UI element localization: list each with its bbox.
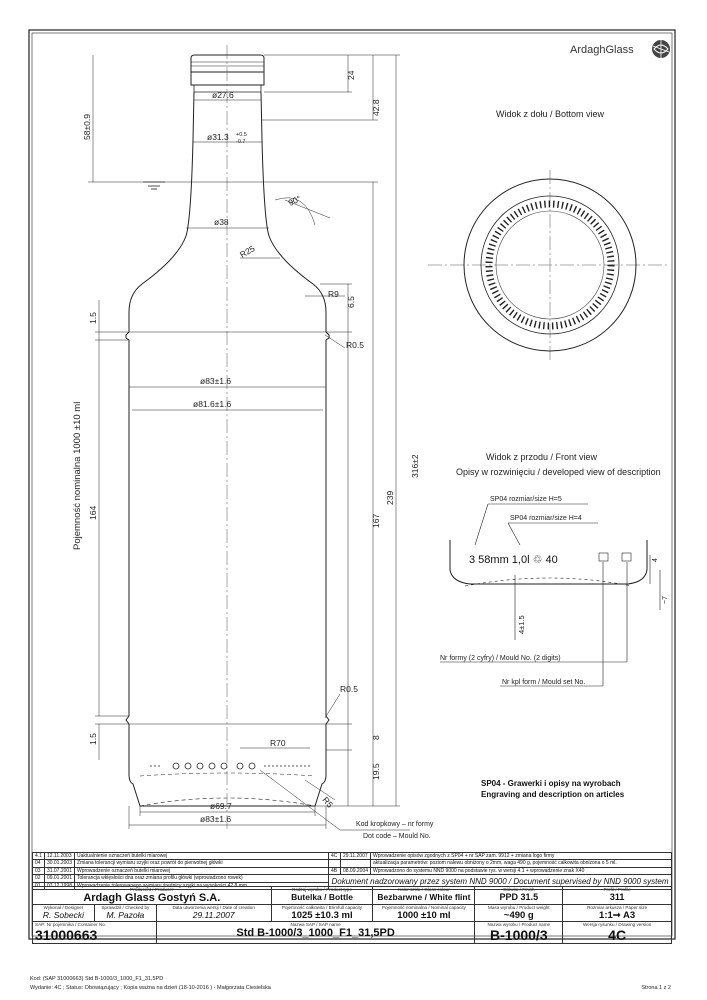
footer-page: Strona 1 z 2 (641, 985, 671, 991)
title-block: 4.1 12.11.2003 Uaktualnienie oznaczeń bu… (32, 851, 672, 891)
nominal-cell: Pojemność nominalna / Nominal capacity 1… (372, 904, 476, 922)
version-cell: Wersja rysunku / Drawing version 4C (562, 921, 672, 944)
dim-h24: 24 (346, 70, 356, 80)
sp04-title-en: Engraving and description on articles (481, 790, 625, 799)
product-name-cell: Nazwa wyrobu / Product name B-1000/3 (474, 921, 564, 944)
sap-name-cell: Nazwa SAP / SAP name Std B-1000/3_1000_F… (155, 921, 476, 944)
dim-d-31-3: ø31.3 (207, 132, 229, 142)
logo-text: ArdaghGlass (570, 44, 634, 56)
footer-issue: Wydanie: 4C ; Status: Obowiązujący ; Kop… (30, 985, 271, 991)
dim-d-81-6: ø81.6±1.6 (193, 399, 231, 409)
vertical-dimensions (88, 54, 400, 807)
product-type-cell: Rodzaj wyrobu / Product type Butelka / B… (270, 886, 374, 905)
dim-labels: ø27.6 ø31.3 +0.5 -0.7 ø38 90° R25 R9 R0.… (193, 90, 364, 824)
engraving-text: 3 58mm 1,0l ♲ 40 (469, 554, 558, 566)
dim-h6-5: 6.5 (346, 296, 356, 308)
mould-set-label: Nr kpl form / Mould set No. (502, 679, 585, 686)
mould-no-label: Nr formy (2 cyfry) / Mould No. (2 digits… (440, 655, 561, 662)
revision-row: 04 30.01.2003 Zmiana tolerancji wymiaru … (32, 859, 672, 868)
dim-d-31-3-tol-dn: -0.7 (236, 139, 245, 145)
dot-code (139, 762, 316, 777)
dim-d-38: ø38 (214, 217, 229, 227)
dim-h239: 239 (385, 491, 395, 505)
scale-cell: Rozmiar arkusza / Paper size 1:1➞ A3 (562, 904, 672, 922)
brimfull-cell: Pojemność całkowita / Brimfull capacity … (270, 904, 374, 922)
dim-d-27-6: ø27.6 (212, 90, 234, 100)
finish-cell: Główka / Finish PPD 31.5 (474, 886, 564, 905)
footer-code: Kod: (SAP 31000663) Std B-1000/3_1000_F1… (30, 976, 164, 982)
dim-d-83-b: ø83±1.6 (200, 814, 231, 824)
dim-h7: ~7 (662, 596, 669, 604)
dim-r70: R70 (270, 738, 286, 748)
revision-row: 03 31.07.2001 Wprowadzenie oznaczeń bute… (32, 866, 672, 876)
developed-view-title: Opisy w rozwinięciu / developed view of … (456, 467, 661, 477)
inner-frame (31, 32, 673, 937)
leader-lines (240, 197, 410, 831)
sp04-h5-label: SP04 rozmiar/size H=5 (490, 496, 562, 503)
bottom-view: Widok z dołu / Bottom view (428, 109, 670, 362)
dot-code-en: Dot code – Mould No. (363, 833, 431, 840)
front-view-title: Widok z przodu / Front view (486, 452, 598, 462)
dim-h1-5-a: 1.5 (88, 312, 98, 324)
dim-d-83-a: ø83±1.6 (200, 376, 231, 386)
ardagh-logo: ArdaghGlass (570, 40, 670, 58)
colour-cell: Kolor szkła / Glass colour Bezbarwne / W… (372, 886, 476, 905)
dim-h1-5-b: 1.5 (88, 733, 98, 745)
dim-h167: 167 (371, 514, 381, 528)
weight-cell: Masa wyrobu / Product weight ~490 g (474, 904, 564, 922)
dim-d-69-7: ø69.7 (210, 801, 232, 811)
dim-r9: R9 (328, 289, 339, 299)
designer-cell: Wykonał / Designer R. Sobecki (32, 904, 95, 922)
revision-row: 02 09.01.2001 Tolerancja wklęsłości dna … (32, 874, 672, 891)
horizontal-dimensions (128, 99, 327, 829)
dim-h164: 164 (88, 506, 98, 520)
dim-d-31-3-tol-up: +0.5 (236, 132, 247, 138)
dim-h42-8: 42.8 (371, 99, 381, 116)
bottom-view-title: Widok z dołu / Bottom view (496, 109, 605, 119)
dim-h58: 58±0.9 (82, 114, 92, 140)
revision-row: 4.1 12.11.2003 Uaktualnienie oznaczeń bu… (32, 851, 672, 861)
title-block-main: Producent / Producer Ardagh Glass Gostyń… (32, 886, 672, 944)
producer-cell: Producent / Producer Ardagh Glass Gostyń… (32, 886, 272, 905)
sp04-h4-label: SP04 rozmiar/size H=4 (510, 515, 582, 522)
dim-h8: 8 (371, 735, 381, 740)
capacity-label: Pojemność nominalna 1000 ±10 ml (72, 402, 83, 550)
date-cell: Data utworzenia wersji / Date of creatio… (155, 904, 272, 922)
bottle-profile (125, 54, 330, 807)
dim-r25: R25 (238, 243, 257, 260)
dim-labels-vertical: 24 42.8 58±0.9 6.5 1.5 Pojemność nominal… (72, 70, 420, 780)
fill-level-mark (143, 181, 165, 190)
outer-frame (28, 29, 676, 940)
dim-h316: 316±2 (410, 454, 420, 478)
dim-angle-90: 90° (287, 193, 303, 207)
checked-cell: Sprawdził / Checked by M. Pazoła (93, 904, 157, 922)
dim-h19-5: 19.5 (371, 763, 381, 780)
dim-h4: 4 (652, 558, 659, 562)
dim-h4-1-5: 4±1.5 (517, 615, 526, 634)
dot-code-pl: Kod kropkowy – nr formy (356, 821, 434, 828)
dim-r5: R5 (320, 795, 335, 810)
front-view: Widok z przodu / Front view Opisy w rozw… (440, 452, 669, 687)
sap-no-cell: SAP: Nr pojemnika / Container No. 310006… (32, 921, 157, 944)
knurl-ring (485, 200, 615, 330)
dim-r0-5-a: R0.5 (346, 340, 364, 350)
dim-r0-5-b: R0.5 (340, 684, 358, 694)
sp04-title-pl: SP04 - Grawerki i opisy na wyrobach (481, 779, 621, 788)
profile-cell: Profil / Profile 311 (562, 886, 672, 905)
